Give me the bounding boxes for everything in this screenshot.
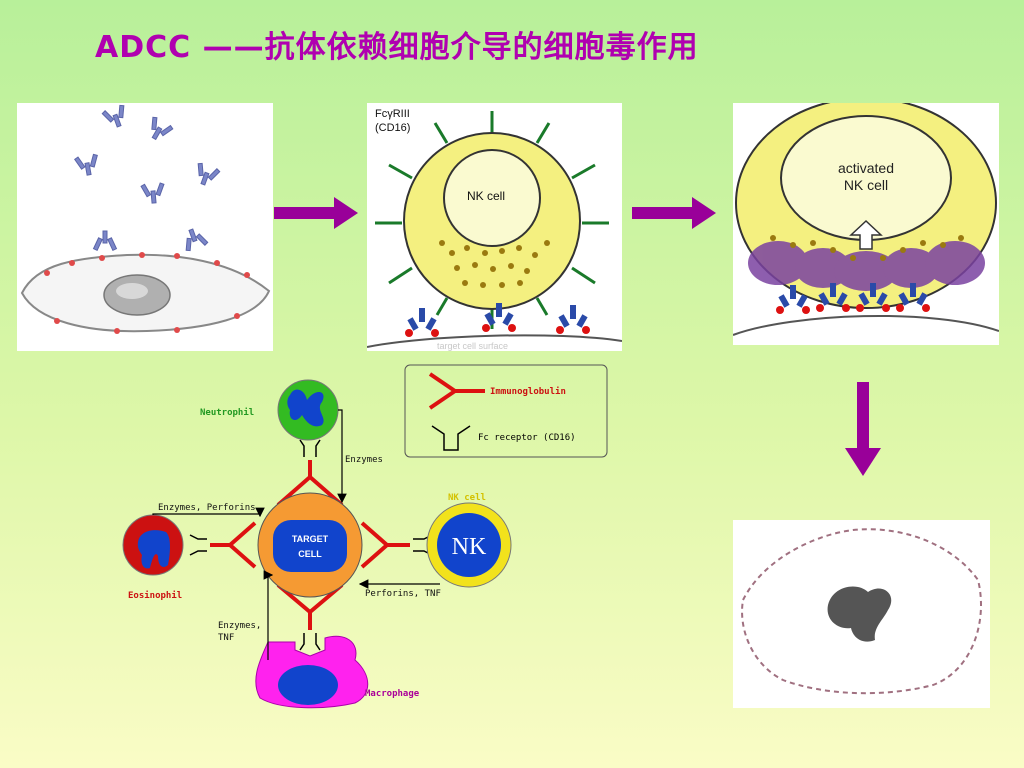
adcc-effector-cells-diagram: Immunoglobulin Fc receptor (CD16) TARGET…	[122, 364, 608, 709]
free-antibody-icon	[74, 153, 98, 176]
granule-dots	[770, 235, 964, 261]
nk-effector-nucleus	[437, 513, 501, 577]
eosinophil-label: Eosinophil	[128, 590, 182, 601]
enzymes-tnf-label-2: TNF	[218, 633, 234, 643]
neutrophil-nucleus	[287, 389, 324, 427]
cd16-label: (CD16)	[375, 122, 410, 134]
panel-lysed-target-cell	[733, 520, 990, 708]
legend-immunoglobulin: Immunoglobulin	[490, 386, 566, 397]
fc-receptor-legend-icon	[431, 425, 471, 451]
enzymes-arrow	[337, 409, 347, 504]
antibody-target-illustration	[20, 104, 271, 334]
target-surface-line	[733, 314, 999, 336]
activated-nk-cell-label: NK cell	[844, 177, 888, 193]
nk-symbol: NK	[452, 534, 487, 560]
perforins-tnf-label: Perforins, TNF	[365, 589, 441, 599]
surface-antigen-dots	[44, 252, 250, 334]
nk-cell-nucleus	[443, 149, 541, 247]
eosinophil-nucleus	[137, 530, 170, 569]
free-antibody-icon	[140, 182, 165, 204]
granule-dots	[439, 240, 550, 288]
target-cell-core	[273, 520, 347, 572]
antibody-bridge-icon	[405, 308, 439, 337]
target-surface-line	[367, 334, 622, 348]
free-antibody-icon	[101, 104, 125, 128]
slide-title: ADCC ——抗体依赖细胞介导的细胞毒作用	[95, 30, 699, 65]
free-antibody-icon	[197, 162, 221, 186]
macrophage-label: Macrophage	[365, 689, 420, 699]
enzymes-tnf-arrow	[263, 570, 274, 660]
nk-cell-label: NK cell	[448, 493, 486, 503]
fc-receptor-brackets	[189, 439, 433, 651]
target-surface-text: target cell surface	[437, 341, 508, 351]
antibody-bridge-icon	[776, 285, 810, 314]
condensed-nucleus	[827, 586, 892, 642]
down-arrow-icon	[845, 382, 881, 476]
upward-release-arrow-icon	[849, 219, 883, 250]
free-antibody-icon	[151, 116, 174, 141]
right-arrow-icon	[274, 197, 358, 229]
activated-label: activated	[838, 160, 894, 176]
bound-antibody-icon	[92, 230, 118, 252]
immunoglobulin-legend-icon	[428, 372, 485, 410]
antibody-bridge-icon	[816, 283, 850, 312]
panel-antibodies-target-cell	[17, 103, 273, 351]
right-arrow-icon	[632, 197, 716, 229]
enzymes-tnf-label-1: Enzymes,	[218, 621, 261, 631]
granule-release-cloud	[748, 241, 985, 291]
cell-label: CELL	[298, 549, 322, 559]
legend-box: Immunoglobulin Fc receptor (CD16)	[404, 364, 608, 458]
macrophage-nucleus	[278, 665, 338, 705]
enzymes-perforins-arrow	[152, 507, 265, 518]
neutrophil-label: Neutrophil	[200, 407, 254, 418]
target-label: TARGET	[292, 534, 329, 544]
antibody-bridge-icon	[856, 283, 890, 312]
ruptured-cell-membrane	[741, 528, 982, 695]
antibody-bridge-icon	[482, 303, 516, 332]
fc-receptor-label: FcγRIII	[375, 108, 410, 120]
enzymes-label: Enzymes	[345, 455, 383, 465]
nk-cell-label: NK cell	[467, 189, 505, 203]
panel-nk-cell-binding: FcγRIII (CD16) NK cell target cell surfa…	[367, 103, 622, 351]
antibody-bridge-icon	[556, 305, 590, 334]
enzymes-perforins-label: Enzymes, Perforins	[158, 503, 256, 513]
antibody-bridge-icon	[896, 283, 930, 312]
bound-antibody-icon	[185, 228, 209, 252]
antibody-connectors	[210, 460, 410, 630]
legend-fc-receptor: Fc receptor (CD16)	[478, 433, 576, 443]
panel-activated-nk-cell: activated NK cell	[733, 103, 999, 345]
